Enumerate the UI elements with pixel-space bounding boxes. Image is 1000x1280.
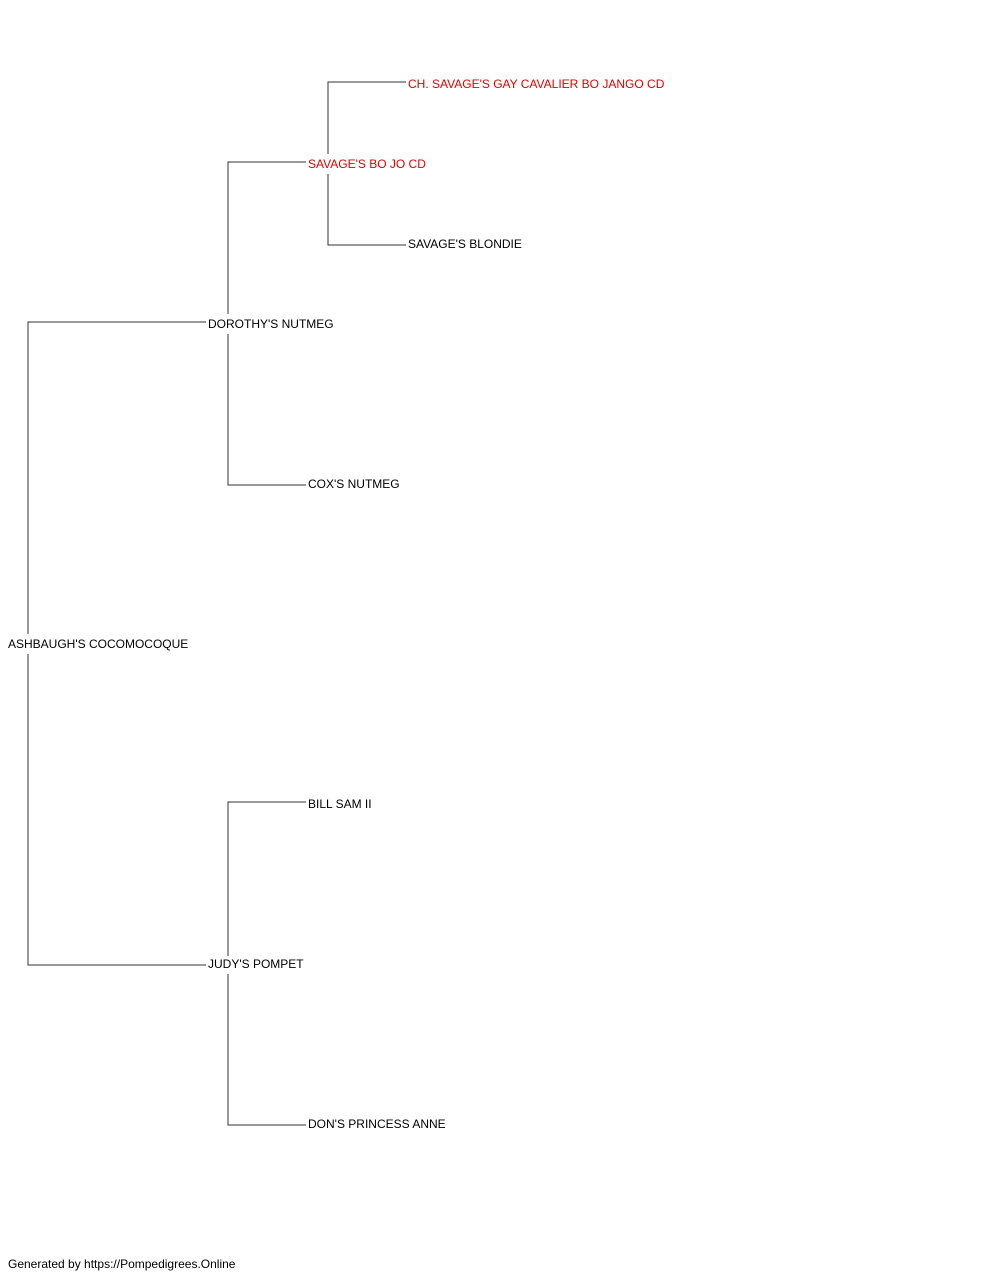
connector-dam-sire	[227, 801, 306, 956]
footer-credit: Generated by https://Pompedigrees.Online	[8, 1257, 236, 1271]
subject-name[interactable]: ASHBAUGH'S COCOMOCOQUE	[8, 637, 188, 651]
connector-dam-dam	[227, 974, 306, 1126]
connector-subject-dam	[27, 654, 206, 966]
connector-sire-sire-dam	[227, 334, 306, 486]
connector-sire-sire-to-sire	[327, 81, 406, 154]
dam-dam-name[interactable]: DON'S PRINCESS ANNE	[308, 1117, 446, 1131]
dam-name[interactable]: JUDY'S POMPET	[208, 957, 304, 971]
connector-sire-sire-to-dam	[327, 174, 406, 246]
sire-sire-dam-name[interactable]: SAVAGE'S BLONDIE	[408, 237, 522, 251]
pedigree-tree: ASHBAUGH'S COCOMOCOQUE DOROTHY'S NUTMEG …	[8, 77, 665, 1131]
sire-name[interactable]: DOROTHY'S NUTMEG	[208, 317, 334, 331]
connector-sire-sire-sire	[227, 161, 306, 314]
sire-sire-name[interactable]: SAVAGE'S BO JO CD	[308, 157, 426, 171]
sire-dam-name[interactable]: COX'S NUTMEG	[308, 477, 400, 491]
sire-sire-sire-name[interactable]: CH. SAVAGE'S GAY CAVALIER BO JANGO CD	[408, 77, 665, 91]
connector-subject-sire	[27, 321, 206, 634]
dam-sire-name[interactable]: BILL SAM II	[308, 797, 372, 811]
